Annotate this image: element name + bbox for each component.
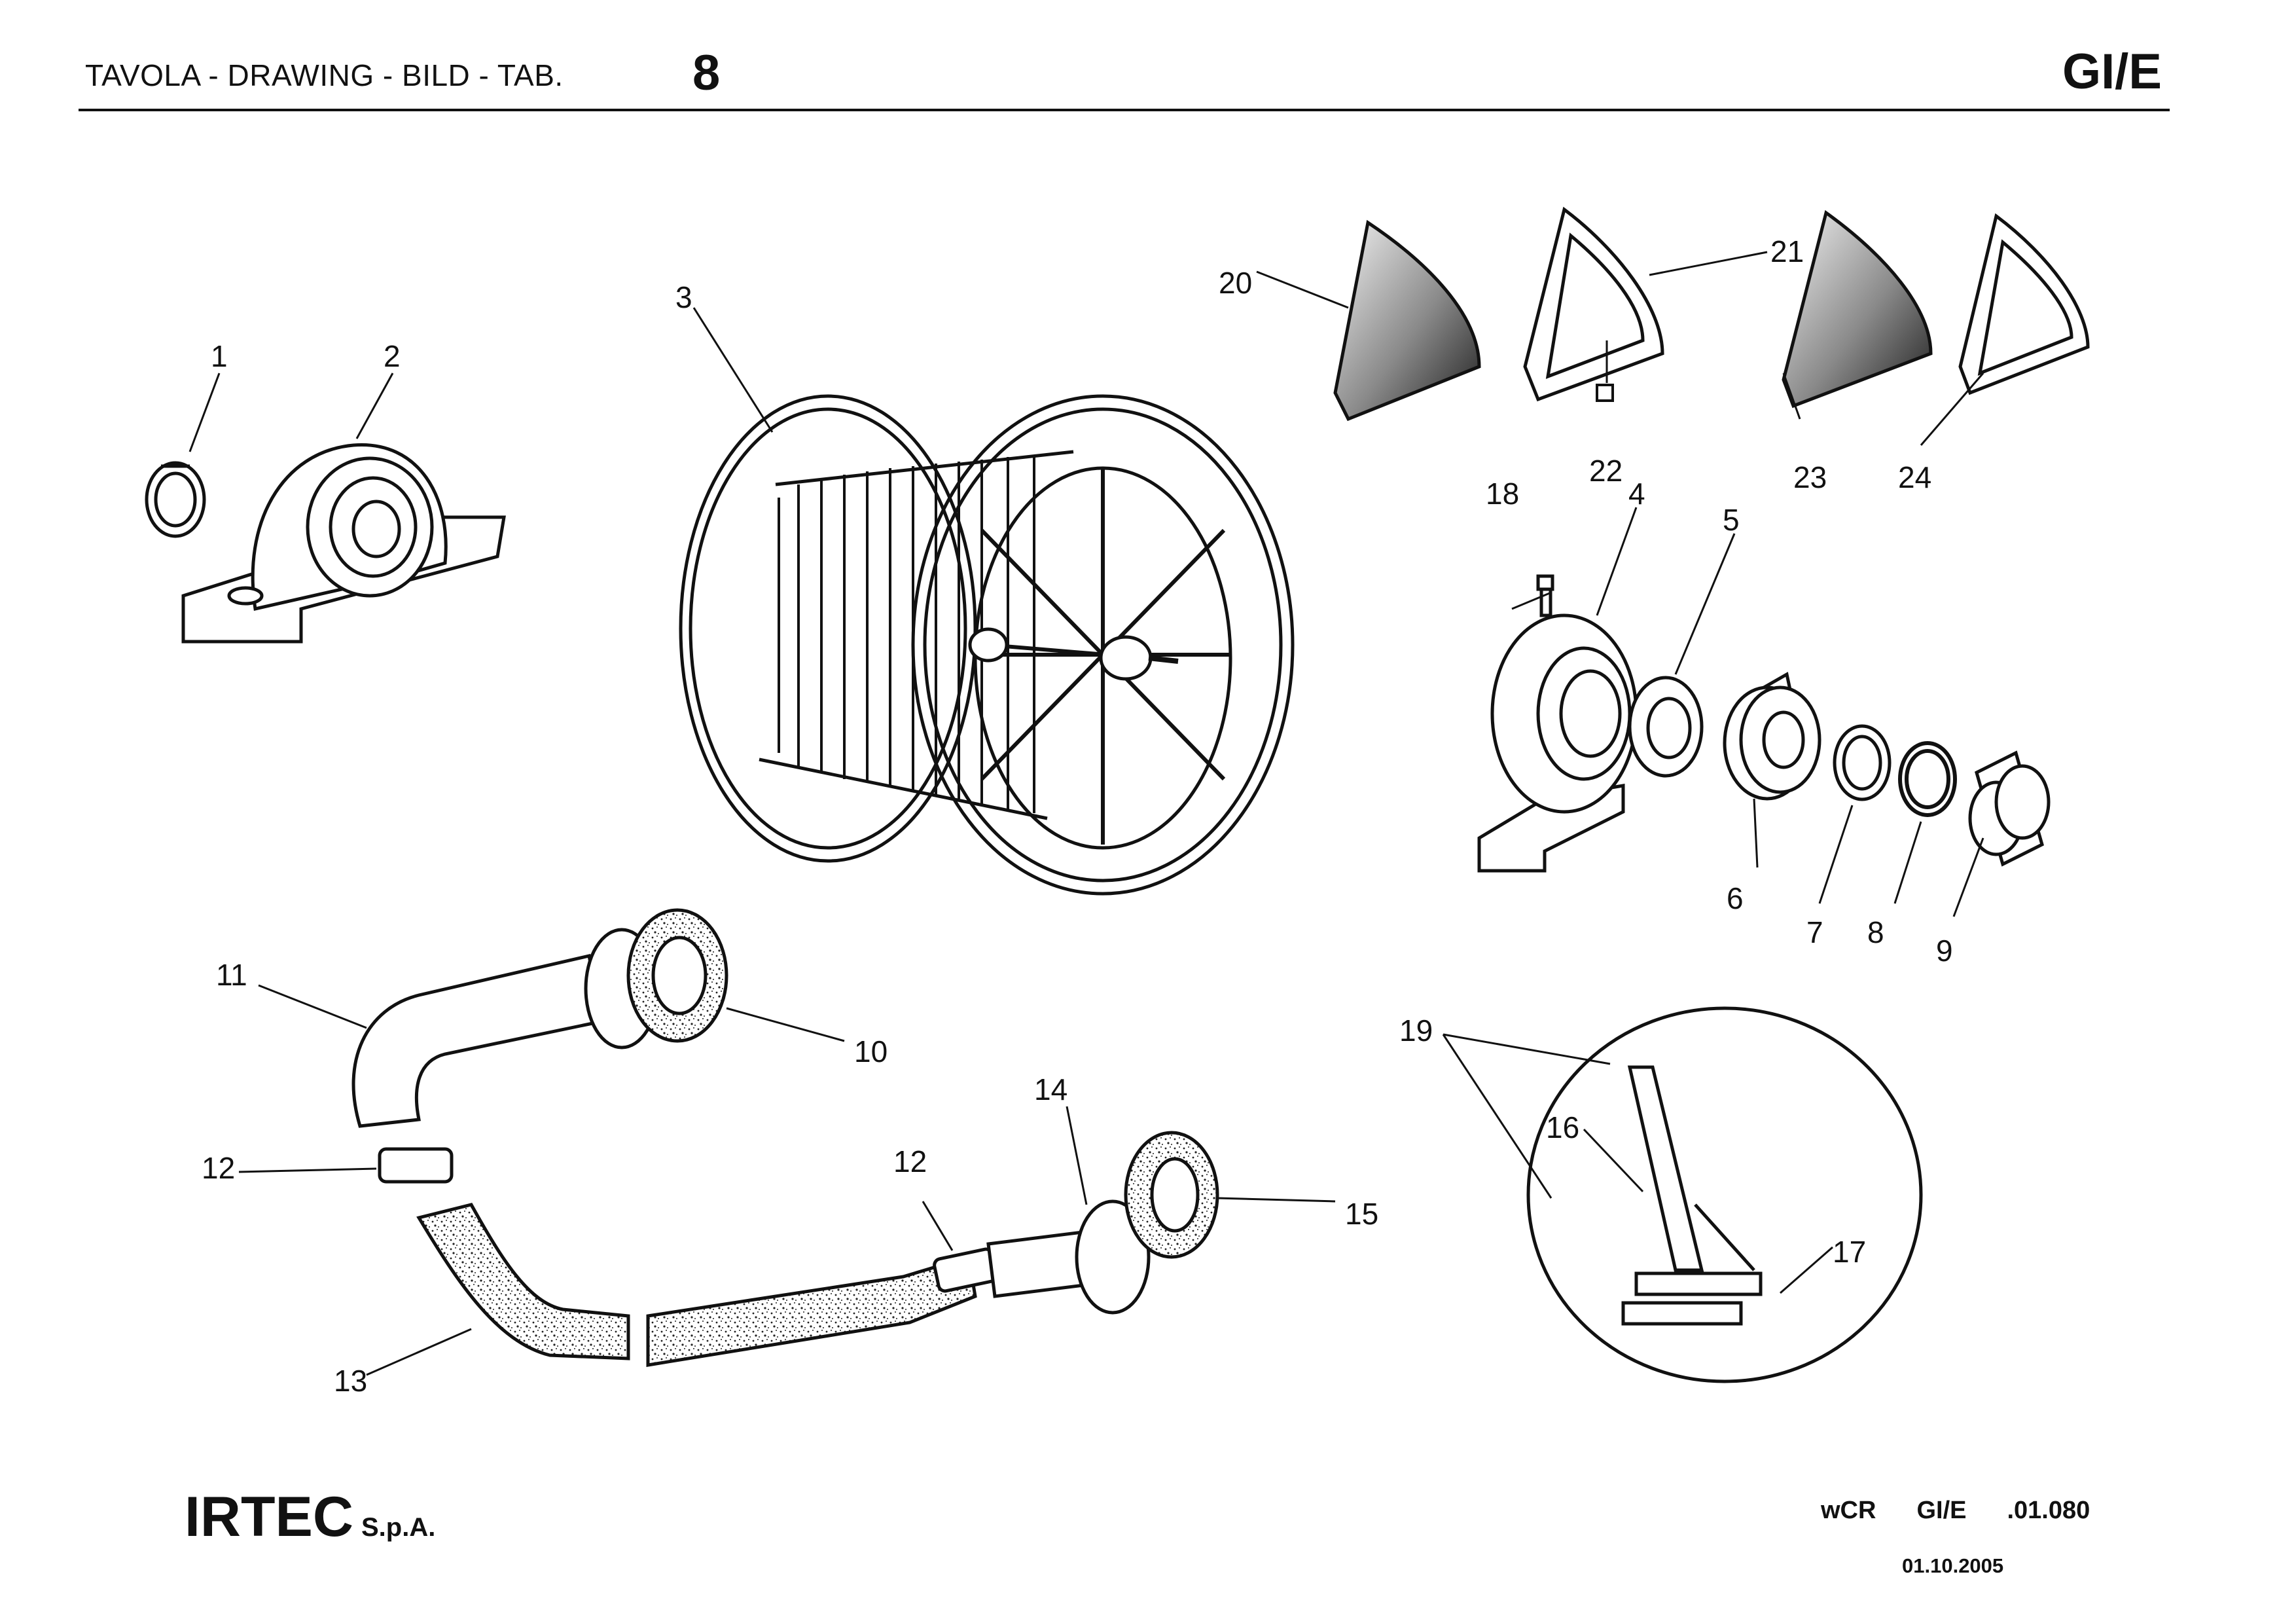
callout-13: 13 — [334, 1364, 367, 1398]
callout-14: 14 — [1034, 1072, 1067, 1106]
drawing-reference: wCR GI/E .01.080 — [1821, 1497, 2130, 1525]
callout-12-left: 12 — [202, 1151, 235, 1185]
callout-7: 7 — [1806, 915, 1823, 949]
callout-1: 1 — [211, 339, 228, 373]
callout-10: 10 — [854, 1034, 888, 1068]
callout-2: 2 — [384, 339, 401, 373]
hose-part — [416, 1203, 977, 1367]
callout-24: 24 — [1898, 460, 1931, 494]
bushing-part — [1968, 750, 2051, 867]
callout-18: 18 — [1486, 477, 1519, 511]
shield-cover-part-23 — [1782, 210, 1933, 409]
seal-ring-part — [1898, 741, 1957, 817]
callout-17: 17 — [1833, 1235, 1866, 1269]
company-suffix: S.p.A. — [361, 1513, 436, 1542]
threaded-flange-part — [986, 1199, 1151, 1315]
callout-9: 9 — [1936, 934, 1953, 968]
drawing-ref-model: GI/E — [1916, 1497, 1967, 1524]
header-divider — [79, 109, 2170, 111]
hose-clamp-part-left — [378, 1147, 454, 1184]
elbow-pipe-part — [351, 928, 660, 1128]
callout-15: 15 — [1345, 1197, 1378, 1231]
callout-22: 22 — [1589, 454, 1623, 488]
company-name: IRTEC S.p.A. — [185, 1485, 435, 1550]
callout-leader-lines — [188, 251, 1984, 1376]
shield-cover-part-20 — [1333, 219, 1481, 422]
gasket-part — [626, 908, 728, 1043]
cable-reel-part — [679, 394, 1295, 896]
table-number: 8 — [692, 45, 721, 101]
drawing-ref-series: wCR — [1821, 1497, 1876, 1524]
flange-ring-part — [1628, 676, 1704, 778]
bearing-housing-part — [1477, 613, 1638, 873]
callout-19: 19 — [1399, 1013, 1433, 1048]
callout-8: 8 — [1867, 915, 1884, 949]
pillow-block-bearing-left — [181, 443, 506, 644]
callout-4: 4 — [1628, 477, 1645, 511]
gasket-part-right — [1124, 1131, 1219, 1259]
callout-21: 21 — [1770, 234, 1804, 268]
callout-23: 23 — [1793, 460, 1827, 494]
model-code: GI/E — [2062, 44, 2162, 100]
hose-clamp-part-right — [933, 1247, 998, 1293]
snap-ring-part — [145, 461, 206, 538]
callout-11: 11 — [216, 958, 247, 992]
drawing-ref-code: .01.080 — [2007, 1497, 2090, 1524]
retaining-ring-part — [1833, 724, 1892, 801]
shield-cover-part-24 — [1958, 213, 2090, 395]
callout-6: 6 — [1727, 881, 1744, 915]
ball-bearing-part — [1723, 672, 1821, 801]
support-stand-detail — [1526, 1006, 1923, 1383]
shield-cover-part-21 — [1523, 206, 1664, 402]
callout-12-right: 12 — [893, 1144, 927, 1178]
callout-5: 5 — [1723, 503, 1740, 537]
clip-part — [1596, 384, 1614, 402]
drawing-header-title: TAVOLA - DRAWING - BILD - TAB. — [85, 58, 564, 92]
callout-20: 20 — [1219, 266, 1252, 300]
company-name-text: IRTEC — [185, 1486, 353, 1548]
callout-3: 3 — [675, 280, 692, 314]
drawing-date: 01.10.2005 — [1902, 1554, 2004, 1577]
callout-16: 16 — [1546, 1110, 1579, 1144]
